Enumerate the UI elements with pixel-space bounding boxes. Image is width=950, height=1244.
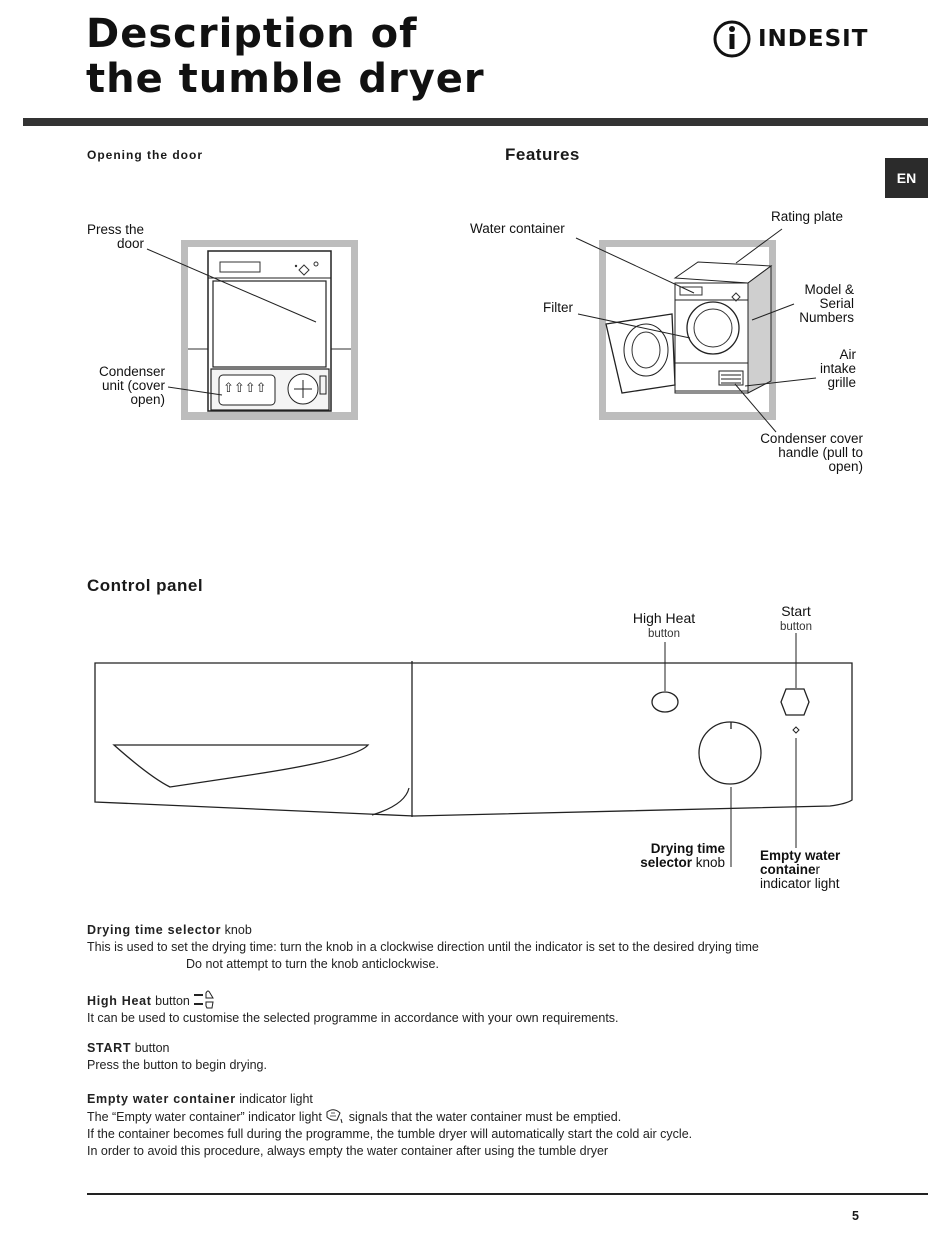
brand-logo: INDESIT: [712, 20, 872, 60]
title-divider: [23, 118, 928, 126]
brand-name: INDESIT: [758, 26, 869, 52]
high-heat-description: High Heat button It can be used to custo…: [87, 989, 867, 1027]
start-description: START button Press the button to begin d…: [87, 1041, 267, 1072]
high-heat-callout: High Heat button: [632, 610, 696, 640]
drying-time-callout: Drying time selector knob: [640, 841, 725, 870]
rating-plate-label: Rating plate: [771, 209, 844, 224]
title-line-2: the tumble dryer: [86, 56, 485, 102]
language-tab: EN: [885, 158, 928, 198]
footer-divider: [87, 1193, 928, 1195]
filter-label: Filter: [543, 300, 573, 315]
drying-time-description: Drying time selector knob This is used t…: [87, 923, 759, 971]
title-line-1: Description of: [86, 11, 418, 57]
features-heading: Features: [505, 145, 580, 164]
indesit-logo-icon: [713, 20, 751, 58]
press-door-label: Press the door: [86, 222, 144, 251]
control-panel-heading: Control panel: [87, 576, 204, 595]
page-title: Description of the tumble dryer: [86, 12, 485, 102]
condenser-cover-label: Condenser cover handle (pull to open): [760, 431, 863, 474]
start-callout: Start button: [780, 603, 812, 633]
air-intake-label: Air intake grille: [819, 347, 856, 390]
svg-text:⇧⇧⇧⇧: ⇧⇧⇧⇧: [223, 381, 267, 396]
model-serial-label: Model & Serial Numbers: [799, 282, 854, 325]
opening-door-heading: Opening the door: [87, 148, 203, 162]
page-number: 5: [852, 1209, 859, 1223]
condenser-unit-label: Condenser unit (cover open): [98, 364, 165, 407]
empty-water-description: Empty water container indicator light Th…: [87, 1092, 693, 1158]
control-panel-illustration: [94, 633, 853, 867]
dryer-front-illustration: ⇧⇧⇧⇧: [146, 240, 358, 420]
empty-water-callout: Empty water container indicator light: [760, 848, 841, 891]
high-heat-icon: [194, 990, 215, 1009]
empty-water-icon: [326, 1109, 343, 1124]
dryer-open-illustration: [575, 228, 817, 433]
water-container-label: Water container: [470, 221, 565, 236]
